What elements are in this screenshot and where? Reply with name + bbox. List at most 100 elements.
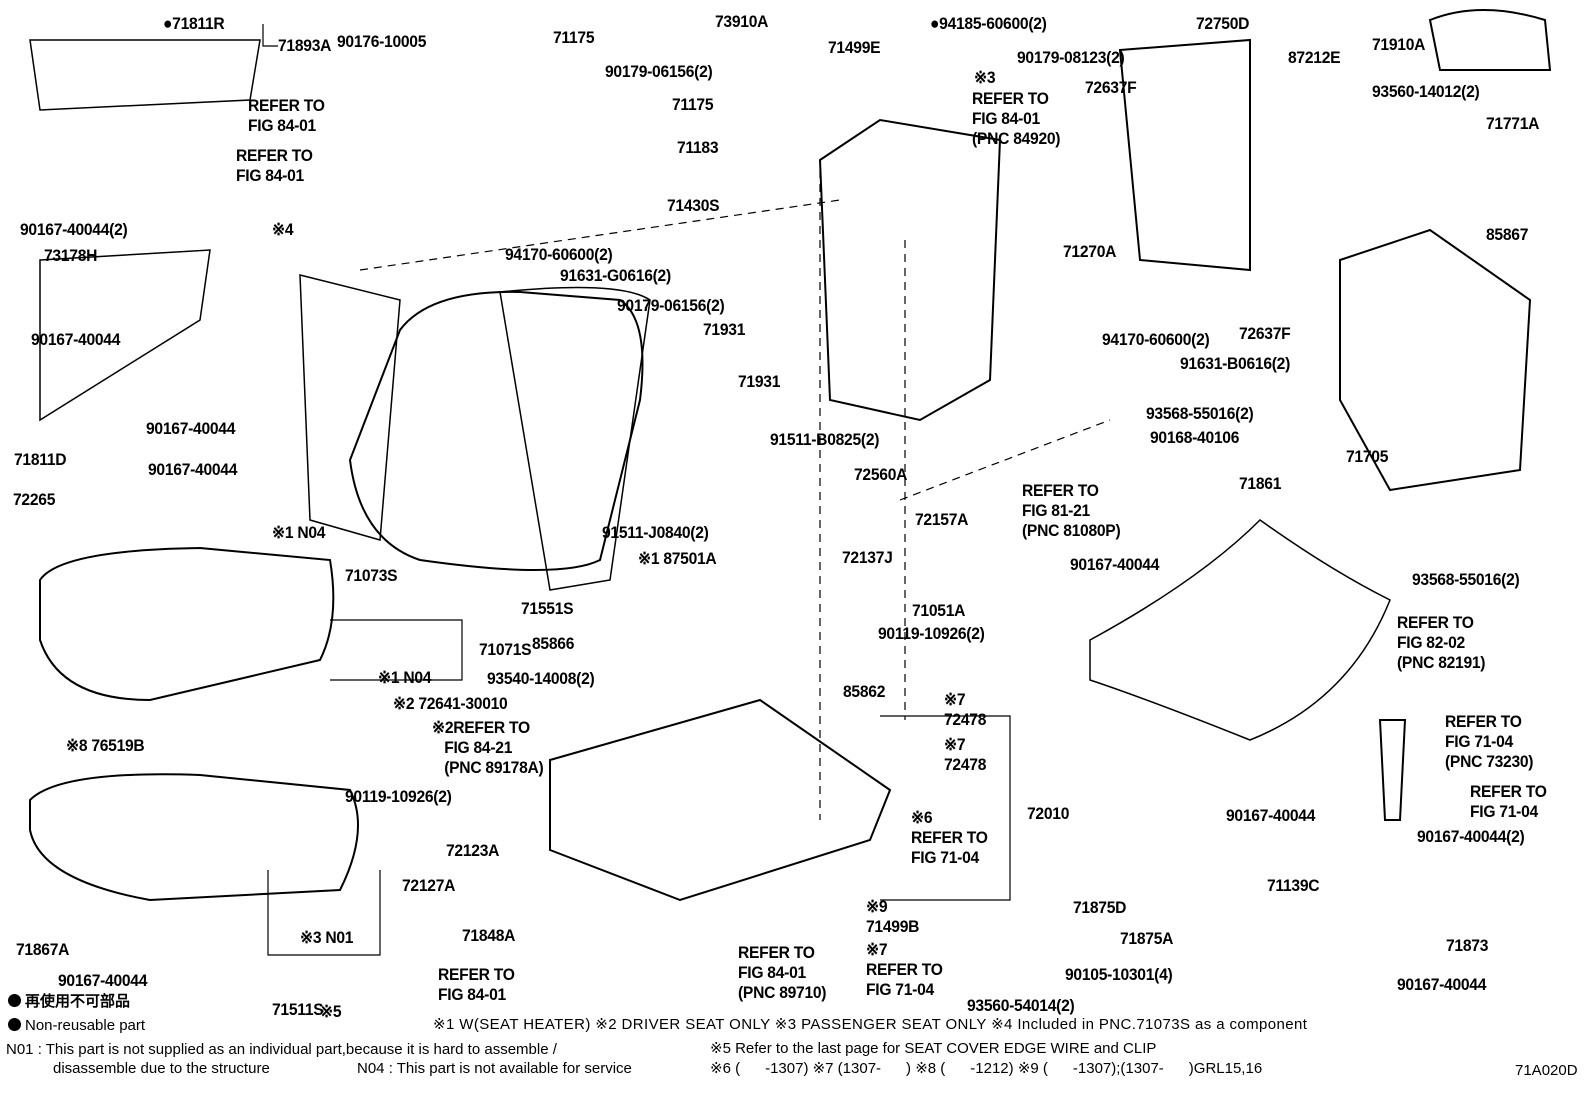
callout-90168-40106: 90168-40106 xyxy=(1150,428,1240,447)
callout-pnc-84920: REFER TO FIG 84-01 (PNC 84920) xyxy=(972,89,1061,148)
callout-71705: 71705 xyxy=(1346,447,1389,466)
leader-dashed-2 xyxy=(899,419,1111,501)
callout-1-87501a: ※1 87501A xyxy=(638,549,717,568)
callout-72010: 72010 xyxy=(1027,804,1070,823)
callout-90105-10301-4: 90105-10301(4) xyxy=(1065,965,1173,984)
footnote-line-2: ※5 Refer to the last page for SEAT COVER… xyxy=(710,1040,1157,1057)
callout-71873: 71873 xyxy=(1446,936,1489,955)
seat-back-cover xyxy=(348,290,644,571)
callout-1-n04: ※1 N04 xyxy=(272,523,326,542)
note-n01: N01 : This part is not supplied as an in… xyxy=(6,1041,557,1059)
callout-90167-40044: 90167-40044 xyxy=(1226,806,1316,825)
callout-71811r: ●71811R xyxy=(163,14,225,33)
callout-93568-55016-2: 93568-55016(2) xyxy=(1412,570,1520,589)
callout-pnc-73230: REFER TO FIG 71-04 (PNC 73230) xyxy=(1445,712,1534,771)
callout-90119-10926-2: 90119-10926(2) xyxy=(345,787,452,806)
callout-71811d: 71811D xyxy=(14,450,67,469)
bracket-71893A xyxy=(262,24,278,47)
callout-pnc-89710: REFER TO FIG 84-01 (PNC 89710) xyxy=(738,943,827,1002)
callout-72478: ※7 72478 xyxy=(944,690,987,729)
callout-71051a: 71051A xyxy=(912,601,966,620)
seat-back-trim xyxy=(499,286,651,591)
callout-4: ※4 xyxy=(272,220,294,239)
callout-71499e: 71499E xyxy=(828,38,881,57)
callout-94170-60600-2: 94170-60600(2) xyxy=(1102,330,1210,349)
callout-fig-71-04: REFER TO FIG 71-04 xyxy=(1470,782,1547,821)
callout-73910a: 73910A xyxy=(715,12,769,31)
n01-key: N01 xyxy=(6,1041,34,1058)
diagram-code: 71A020D xyxy=(1515,1062,1578,1079)
callout-94170-60600-2: 94170-60600(2) xyxy=(505,245,613,264)
callout-73178h: 73178H xyxy=(44,246,98,265)
legend-jp-text: 再使用不可部品 xyxy=(25,993,131,1010)
callout-pnc-81080p: REFER TO FIG 81-21 (PNC 81080P) xyxy=(1022,481,1121,540)
callout-72123a: 72123A xyxy=(446,841,500,860)
legend-en: Non-reusable part xyxy=(8,1017,145,1035)
callout-72478: ※7 72478 xyxy=(944,735,987,774)
callout-90167-40044: 90167-40044 xyxy=(1397,975,1487,994)
callout-71848a: 71848A xyxy=(462,926,516,945)
callout-71893a: 71893A xyxy=(278,36,332,55)
callout-fig-84-01: REFER TO FIG 84-01 xyxy=(248,96,325,135)
callout-71430s: 71430S xyxy=(667,196,720,215)
callout-72157a: 72157A xyxy=(915,510,969,529)
seat-back-panel xyxy=(1118,38,1251,272)
callout-71175: 71175 xyxy=(553,28,595,47)
callout-90167-40044: 90167-40044 xyxy=(31,330,121,349)
callout-71910a: 71910A xyxy=(1372,35,1426,54)
callout-72560a: 72560A xyxy=(854,465,908,484)
callout-72637f: 72637F xyxy=(1239,324,1291,343)
callout-85862: 85862 xyxy=(843,682,886,701)
callout-91511-b0825-2: 91511-B0825(2) xyxy=(770,430,880,449)
callout-5: ※5 xyxy=(320,1002,342,1021)
n04-text: : This part is not available for service xyxy=(388,1060,632,1077)
seat-cushion-pad xyxy=(29,773,359,902)
callout-90167-40044: 90167-40044 xyxy=(146,419,236,438)
seat-back-pad xyxy=(299,274,401,541)
callout-fig-71-04: ※7 REFER TO FIG 71-04 xyxy=(866,940,943,999)
callout-71073s: 71073S xyxy=(345,566,398,585)
leader-dashed-1 xyxy=(359,199,841,271)
bracket-72010 xyxy=(880,715,1011,901)
seat-cushion-cover xyxy=(39,546,335,702)
callout-71931: 71931 xyxy=(738,372,781,391)
callout-91631-g0616-2: 91631-G0616(2) xyxy=(560,266,671,285)
n01-text: : This part is not supplied as an indivi… xyxy=(37,1041,557,1058)
callout-71875a: 71875A xyxy=(1120,929,1174,948)
callout-71499b: ※9 71499B xyxy=(866,897,920,936)
callout-3: ※3 xyxy=(974,68,996,87)
n01-text-2: disassemble due to the structure xyxy=(53,1060,270,1077)
callout-90167-40044-2: 90167-40044(2) xyxy=(20,220,128,239)
callout-93540-14008-2: 93540-14008(2) xyxy=(487,669,595,688)
seat-belt-buckle xyxy=(1378,719,1407,821)
callout-85867: 85867 xyxy=(1486,225,1529,244)
callout-91511-j0840-2: 91511-J0840(2) xyxy=(602,523,709,542)
wire-harness xyxy=(1089,519,1391,741)
callout-90179-08123-2: 90179-08123(2) xyxy=(1017,48,1125,67)
callout-71931: 71931 xyxy=(703,320,746,339)
callout-fig-71-04: ※6 REFER TO FIG 71-04 xyxy=(911,808,988,867)
bracket-71511S xyxy=(267,870,381,956)
seat-frame-adjuster xyxy=(549,698,892,902)
callout-93560-14012-2: 93560-14012(2) xyxy=(1372,82,1480,101)
callout-pnc-82191: REFER TO FIG 82-02 (PNC 82191) xyxy=(1397,613,1486,672)
callout-93560-54014-2: 93560-54014(2) xyxy=(967,996,1075,1015)
callout-90179-06156-2: 90179-06156(2) xyxy=(605,62,713,81)
callout-71511s: 71511S xyxy=(272,1000,324,1019)
callout-72127a: 72127A xyxy=(402,876,456,895)
callout-71867a: 71867A xyxy=(16,940,70,959)
footnote-line-1: ※1 W(SEAT HEATER) ※2 DRIVER SEAT ONLY ※3… xyxy=(433,1016,1308,1033)
callout-94185-60600-2: ●94185-60600(2) xyxy=(930,14,1047,33)
n04-key: N04 xyxy=(357,1060,385,1077)
upper-shield xyxy=(29,39,261,111)
callout-71875d: 71875D xyxy=(1073,898,1127,917)
bracket-71071S xyxy=(330,619,463,681)
callout-90179-06156-2: 90179-06156(2) xyxy=(617,296,725,315)
callout-2-72641-30010: ※2 72641-30010 xyxy=(393,694,508,713)
callout-72265: 72265 xyxy=(13,490,56,509)
footnote-line-3: ※6 ( -1307) ※7 (1307- ) ※8 ( -1212) ※9 (… xyxy=(710,1060,1263,1077)
callout-90167-40044: 90167-40044 xyxy=(1070,555,1160,574)
legend-jp: 再使用不可部品 xyxy=(8,993,130,1011)
